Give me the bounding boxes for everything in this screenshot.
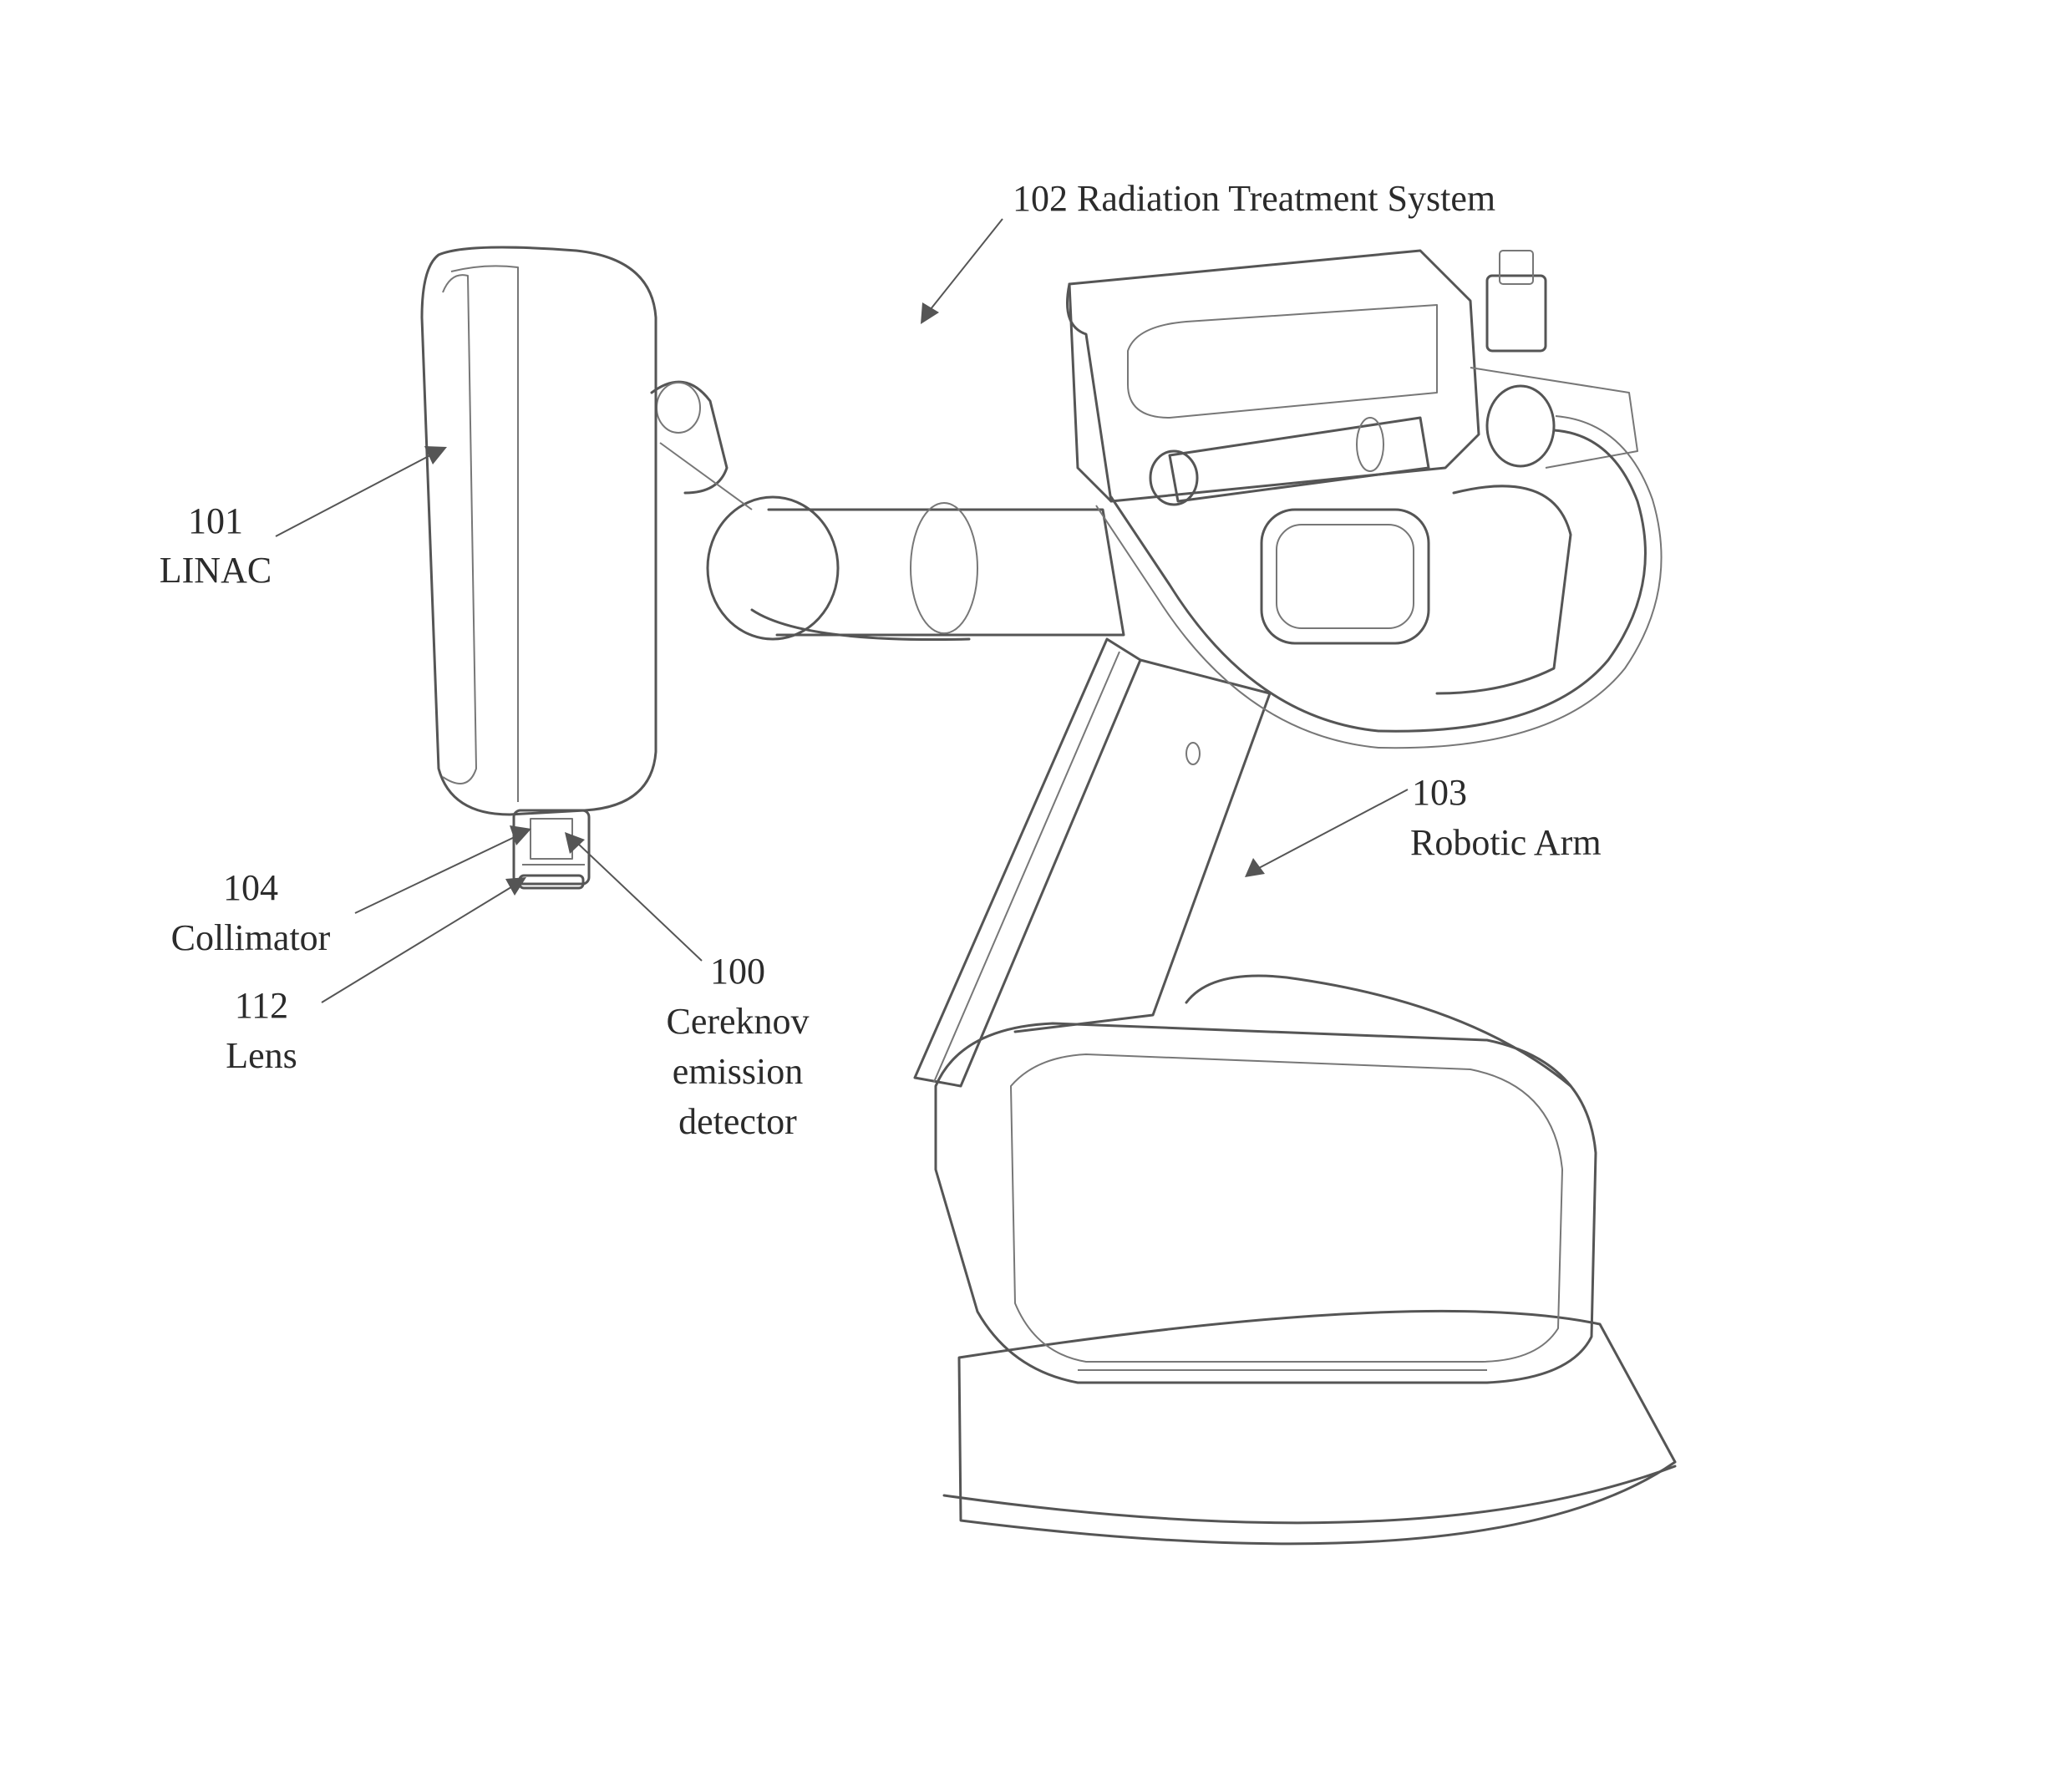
collimator-assembly xyxy=(514,810,589,888)
label-linac-name: LINAC xyxy=(160,550,272,591)
label-arm-number: 103 xyxy=(1412,772,1467,813)
arrow-112 xyxy=(505,877,526,896)
label-detector-line3: detector xyxy=(678,1101,797,1142)
linac-head xyxy=(422,247,656,815)
arrow-100 xyxy=(565,832,585,854)
robot-forearm xyxy=(708,497,1124,640)
label-detector-number: 100 xyxy=(710,951,765,992)
label-detector-line2: emission xyxy=(673,1051,803,1092)
label-lens-name: Lens xyxy=(226,1035,297,1076)
robot-lower-body xyxy=(936,976,1596,1383)
label-collimator-number: 104 xyxy=(223,867,278,908)
label-detector-line1: Cereknov xyxy=(666,1001,809,1042)
label-arm-name: Robotic Arm xyxy=(1410,822,1602,863)
arrow-103 xyxy=(1245,858,1265,877)
robot-elbow-housing xyxy=(1068,251,1662,748)
label-linac-number: 101 xyxy=(188,500,243,541)
robot-base xyxy=(944,1311,1675,1543)
label-lens-number: 112 xyxy=(235,985,288,1026)
robot-wrist xyxy=(652,382,752,510)
arrow-102 xyxy=(921,302,939,324)
callout-leaders xyxy=(276,219,1408,1003)
robot-upper-arm xyxy=(915,639,1270,1086)
label-collimator-name: Collimator xyxy=(171,917,331,958)
label-system: 102 Radiation Treatment System xyxy=(1013,178,1495,219)
